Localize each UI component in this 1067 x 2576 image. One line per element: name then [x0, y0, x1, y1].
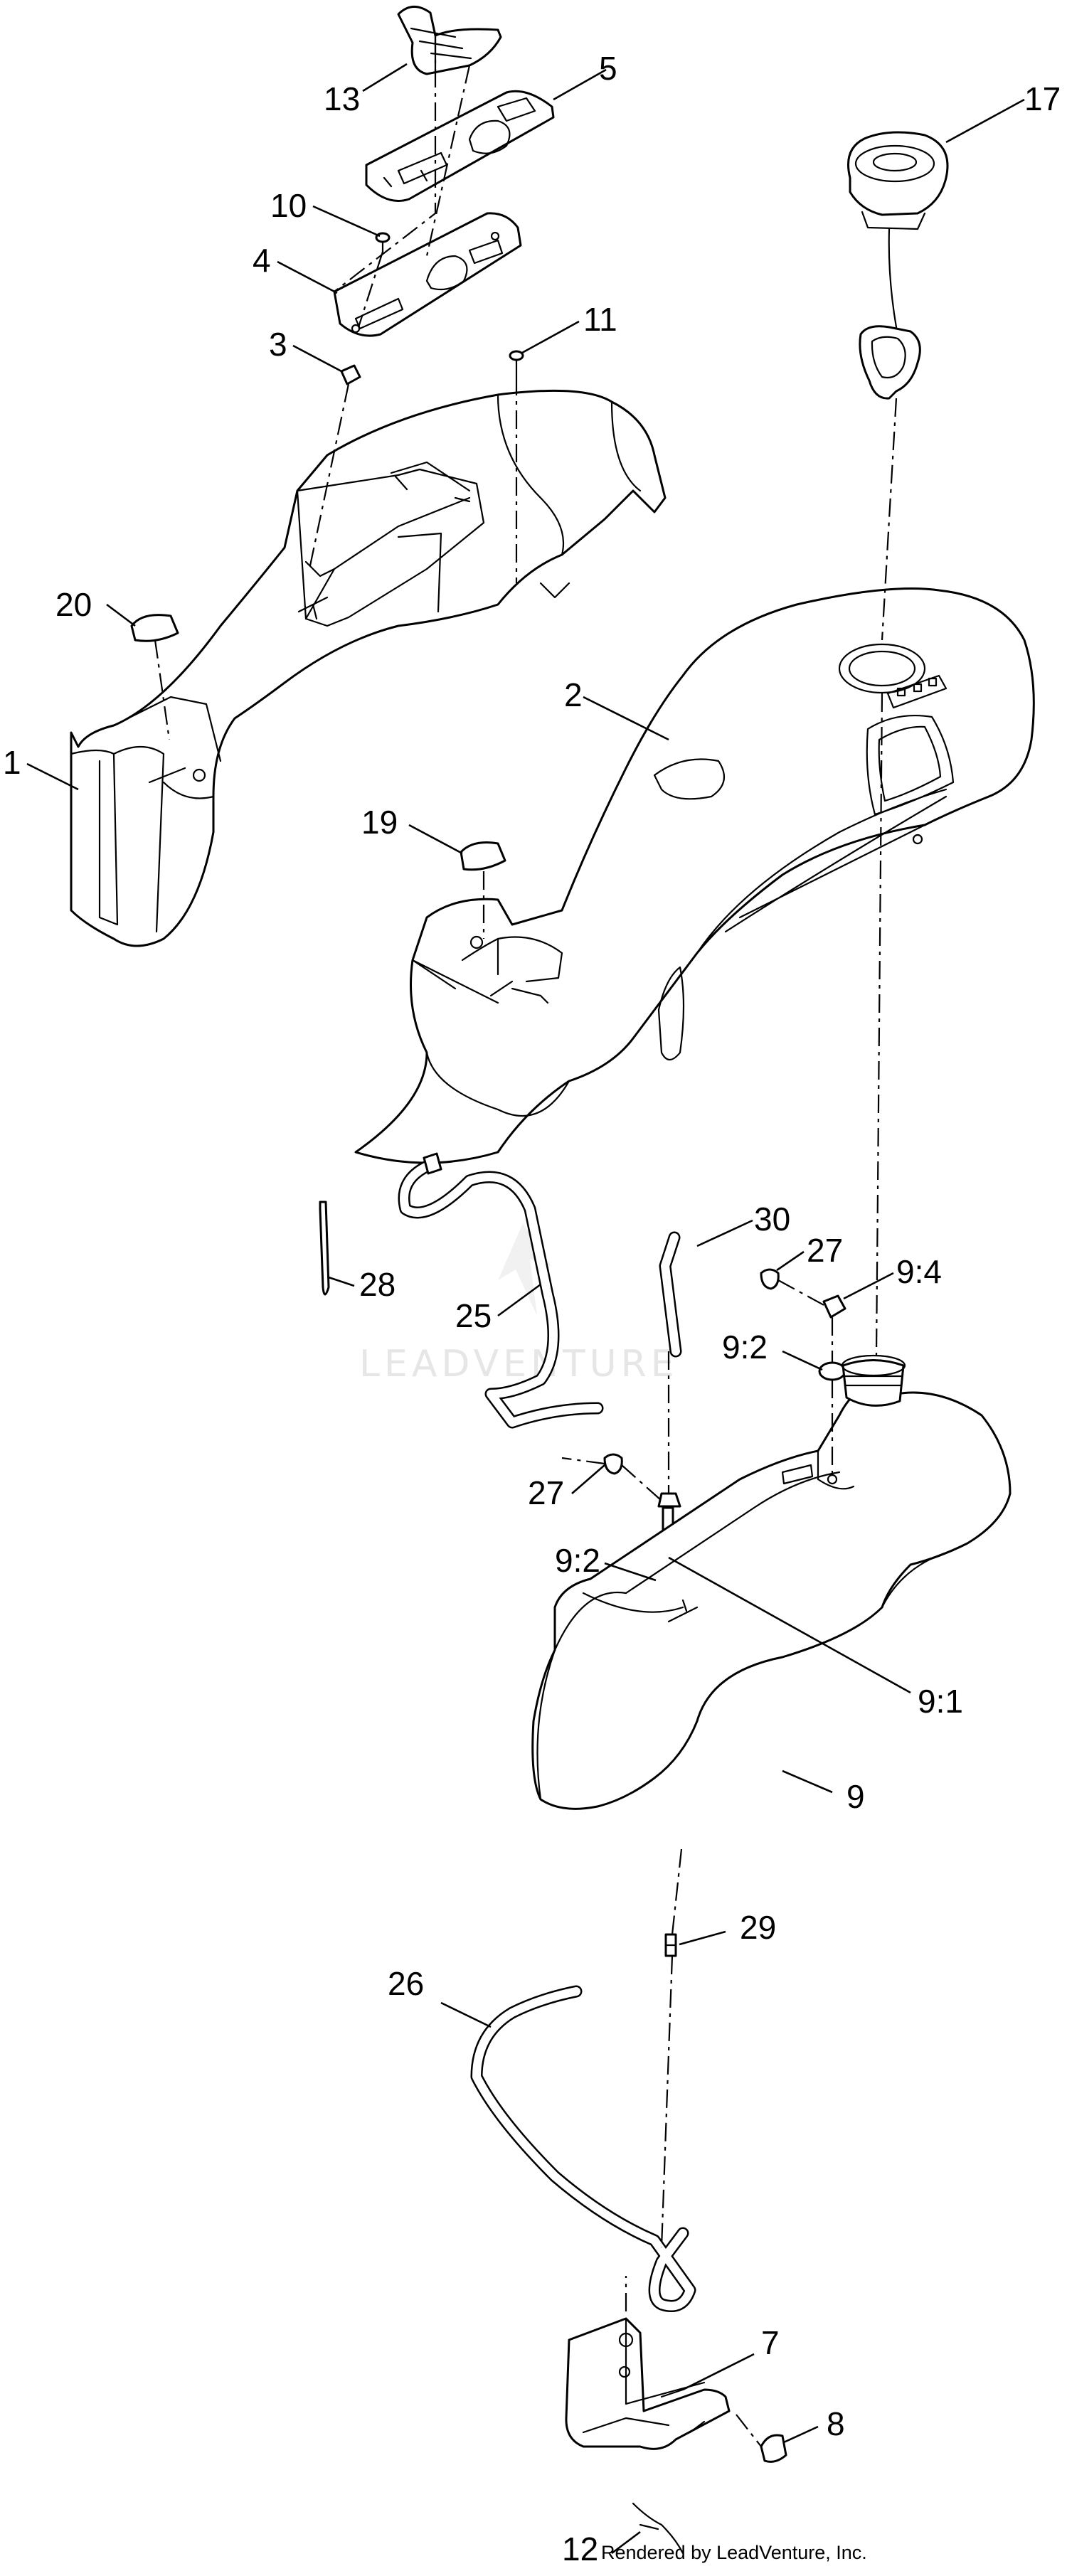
part-2-fender	[354, 587, 1035, 1164]
part-25-hose	[398, 1152, 604, 1429]
callout-30: 30	[754, 1201, 790, 1238]
callout-4: 4	[253, 242, 271, 279]
callout-9-2-upper: 9:2	[722, 1329, 768, 1366]
callout-29: 29	[740, 1909, 776, 1946]
part-7-bracket	[565, 2317, 731, 2450]
callout-12: 12	[562, 2530, 598, 2567]
callout-7: 7	[761, 2324, 780, 2361]
part-9-4-fitting	[822, 1294, 846, 1319]
part-9-2-grommet-upper	[818, 1361, 846, 1381]
callout-labels: 13 5 17 10 4 3 11 20 2 1 19 30 27 9:4 28…	[3, 50, 1061, 2567]
callout-17: 17	[1024, 80, 1061, 117]
callout-3: 3	[269, 326, 287, 363]
assembly-lines	[154, 36, 898, 2447]
part-3-nut	[340, 364, 361, 385]
part-27-clamp-upper	[760, 1268, 780, 1290]
part-20-decal	[130, 614, 179, 642]
callout-25: 25	[455, 1297, 492, 1334]
callout-2: 2	[564, 676, 583, 713]
watermark-text: LEADVENTURE	[359, 1343, 679, 1385]
callout-5: 5	[599, 50, 617, 87]
callout-10: 10	[270, 187, 307, 224]
part-1-console	[70, 389, 667, 947]
callout-8: 8	[827, 2405, 845, 2442]
callout-27-lower: 27	[528, 1474, 564, 1511]
callout-9-2-lower: 9:2	[555, 1542, 600, 1579]
callout-13: 13	[324, 80, 360, 117]
callout-20: 20	[55, 586, 92, 623]
part-27-clamp-lower	[603, 1453, 623, 1475]
callout-9: 9	[846, 1778, 865, 1815]
part-11-screw	[509, 350, 524, 378]
callout-27-upper: 27	[807, 1232, 843, 1269]
callout-26: 26	[388, 1965, 424, 2002]
part-26-hose	[470, 1985, 696, 2312]
callout-9-1: 9:1	[918, 1683, 963, 1720]
footer-credit: Rendered by LeadVenture, Inc.	[601, 2542, 867, 2563]
part-30-tube	[659, 1231, 682, 1358]
part-13-knob	[397, 6, 502, 75]
part-19-decal	[460, 841, 506, 871]
callout-9-4: 9:4	[896, 1253, 942, 1290]
callout-19: 19	[361, 804, 398, 841]
callout-1: 1	[3, 744, 21, 781]
part-28-cable-tie	[319, 1201, 330, 1296]
part-17-fuel-cap	[847, 131, 949, 400]
part-8-nut	[760, 2434, 787, 2463]
watermark: LEADVENTURE	[359, 1223, 679, 1385]
leader-lines	[26, 63, 1025, 2555]
part-29-fitting	[664, 1933, 677, 1957]
callout-11: 11	[583, 301, 617, 338]
callout-28: 28	[359, 1266, 396, 1303]
part-12-wire	[632, 2502, 684, 2555]
part-9-fuel-tank	[531, 1354, 1012, 1810]
